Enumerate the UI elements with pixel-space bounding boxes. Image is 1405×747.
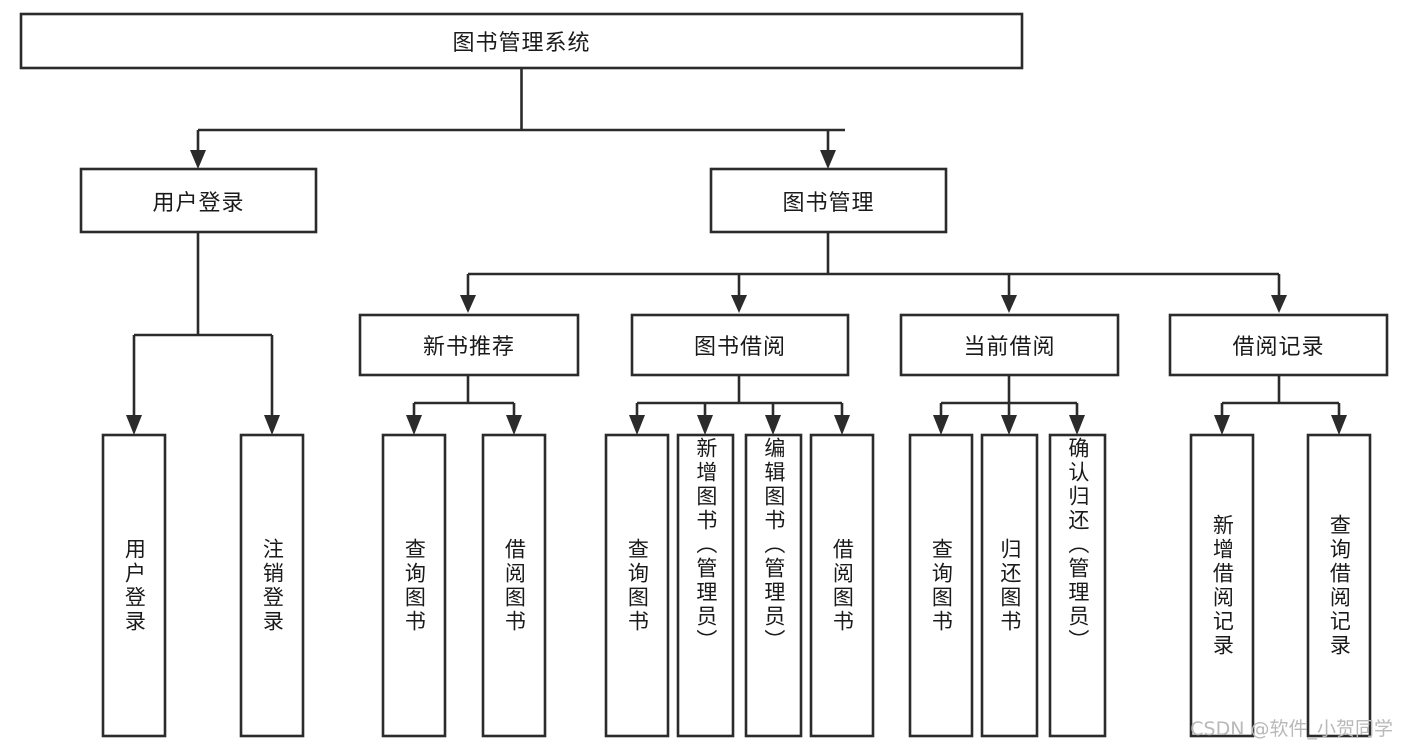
node-leaf-borrow-record-1[interactable] [1306,433,1372,738]
arrow-book-manage-child-1 [731,295,747,313]
arrow-bookborrow-leaf-0 [629,415,645,435]
node-leaf-current-borrow-2[interactable] [1048,433,1107,738]
node-leaf-new-book-1[interactable] [481,433,547,738]
node-leaf-new-book-0[interactable] [381,433,447,738]
node-leaf-current-borrow-0[interactable] [908,433,974,738]
arrow-book-manage-child-3 [1271,295,1287,313]
arrow-root-to-user-login [190,150,206,169]
arrow-currentborrow-leaf-1 [1001,415,1017,435]
node-leaf-current-borrow-1[interactable] [980,433,1039,738]
node-root[interactable] [19,12,1024,70]
arrow-root-to-book-manage [820,150,836,169]
node-leaf-book-borrow-0[interactable] [604,433,670,738]
node-leaf-user-login-1[interactable] [239,433,305,738]
node-leaf-book-borrow-1[interactable] [676,433,735,738]
node-layer [19,12,1389,738]
node-current-borrow[interactable] [899,313,1120,377]
node-leaf-book-borrow-3[interactable] [809,433,875,738]
arrow-bookborrow-leaf-2 [765,415,781,435]
arrow-newbook-leaf-1 [506,415,522,435]
node-leaf-borrow-record-0[interactable] [1189,433,1255,738]
node-book-manage[interactable] [709,167,948,234]
arrow-newbook-leaf-0 [406,415,422,435]
arrow-bookborrow-leaf-1 [697,415,713,435]
arrow-currentborrow-leaf-2 [1069,415,1085,435]
arrow-currentborrow-leaf-0 [933,415,949,435]
node-leaf-user-login-0[interactable] [101,433,167,738]
node-new-book-recommend[interactable] [358,313,580,377]
node-user-login[interactable] [79,167,318,234]
node-borrow-record[interactable] [1168,313,1389,377]
node-book-borrow[interactable] [630,313,850,377]
arrow-borrowrecord-leaf-1 [1331,415,1347,435]
arrow-book-manage-child-2 [1001,295,1017,313]
arrow-book-manage-child-0 [460,295,476,313]
connector-layer [126,68,1347,435]
node-leaf-book-borrow-2[interactable] [744,433,803,738]
arrow-bookborrow-leaf-3 [834,415,850,435]
arrow-user-login-leaf-0 [126,415,142,435]
arrow-user-login-leaf-1 [264,415,280,435]
arrow-borrowrecord-leaf-0 [1214,415,1230,435]
